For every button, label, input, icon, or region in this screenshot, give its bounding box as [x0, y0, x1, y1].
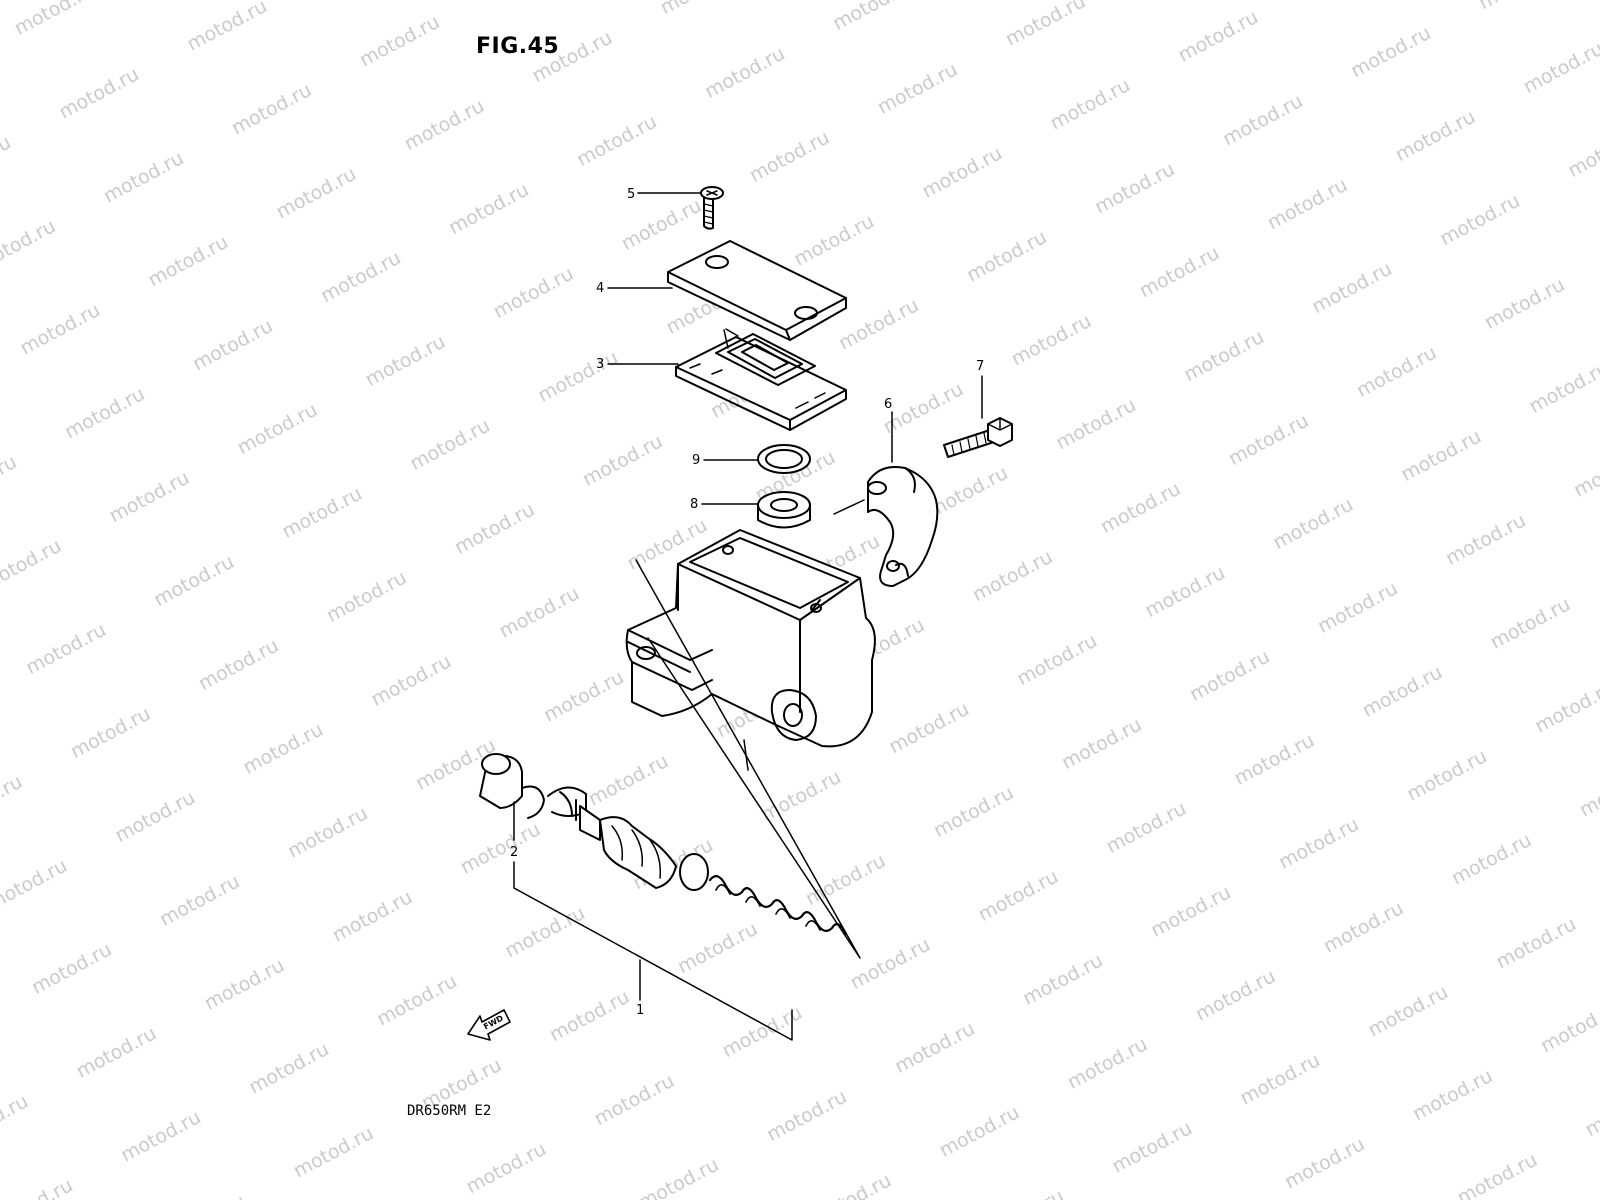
spring-part — [708, 875, 848, 936]
callout-4: 4 — [596, 281, 604, 296]
assembly-brackets — [513, 559, 861, 1041]
callout-7: 7 — [976, 359, 984, 374]
holder-bolt-part — [943, 417, 1013, 458]
master-cylinder-body — [625, 529, 876, 748]
callout-2: 2 — [510, 845, 518, 860]
callout-5: 5 — [627, 187, 635, 202]
piston-kit-part — [479, 753, 709, 891]
callout-9: 9 — [692, 453, 700, 468]
fwd-arrow-icon — [467, 1009, 511, 1041]
holder-part — [867, 466, 939, 587]
callout-6: 6 — [884, 397, 892, 412]
model-code: DR650RM E2 — [407, 1103, 492, 1119]
reservoir-diaphragm-part — [675, 328, 847, 431]
callout-8: 8 — [690, 497, 698, 512]
reservoir-cap-part — [667, 240, 847, 341]
callout-1: 1 — [636, 1003, 644, 1018]
connector-part — [757, 491, 811, 529]
leader-lines — [607, 192, 983, 515]
callout-3: 3 — [596, 357, 604, 372]
figure-title: FIG.45 — [476, 34, 560, 59]
o-ring-part — [757, 444, 811, 474]
cap-screw-part — [700, 186, 724, 230]
